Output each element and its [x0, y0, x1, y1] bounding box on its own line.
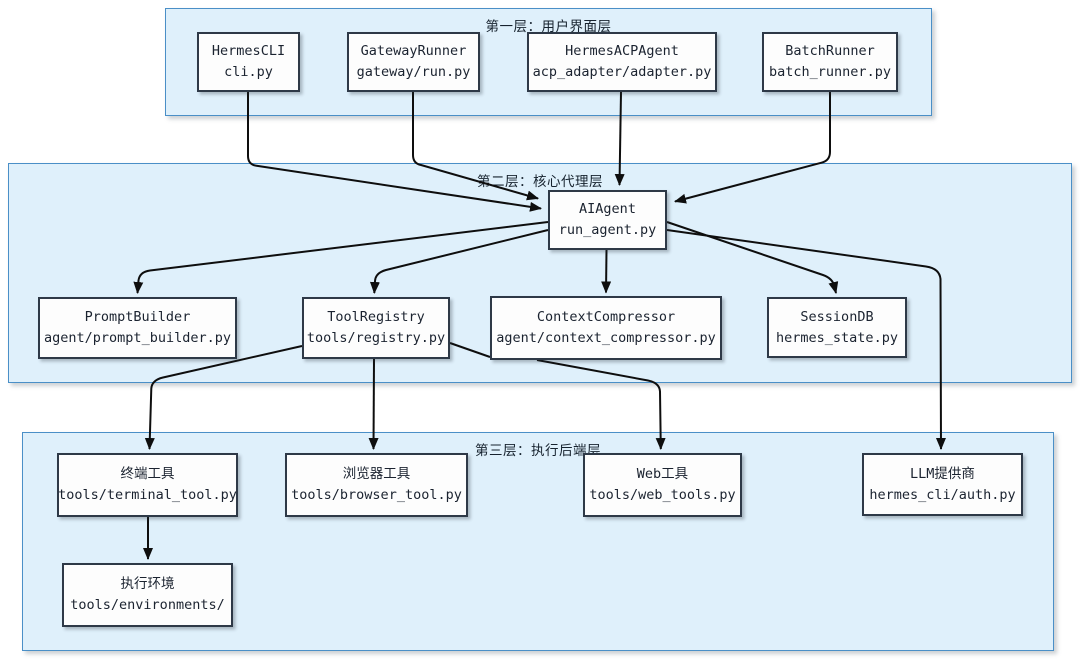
node-contextcompressor-path: agent/context_compressor.py: [496, 330, 716, 346]
node-gatewayrunner-title: GatewayRunner: [360, 43, 467, 60]
layer-3-label: 第三层：执行后端层: [475, 443, 601, 459]
node-execution-env: 执行环境 tools/environments/: [62, 563, 233, 627]
node-sessiondb: SessionDB hermes_state.py: [767, 297, 907, 358]
node-hermescli: HermesCLI cli.py: [197, 32, 300, 92]
node-gatewayrunner: GatewayRunner gateway/run.py: [347, 32, 480, 92]
node-web-tools-path: tools/web_tools.py: [589, 487, 736, 503]
layer-2-label: 第二层：核心代理层: [477, 174, 603, 190]
node-web-tools: Web工具 tools/web_tools.py: [583, 453, 742, 517]
edge-toolregistry-contextcompressor: [449, 342, 491, 358]
node-llm-provider-path: hermes_cli/auth.py: [869, 486, 1016, 503]
node-hermescli-title: HermesCLI: [211, 43, 286, 60]
node-sessiondb-title: SessionDB: [800, 308, 874, 325]
node-terminal-tool-title: 终端工具: [120, 466, 175, 483]
node-terminal-tool-path: tools/terminal_tool.py: [58, 487, 237, 503]
node-promptbuilder-path: agent/prompt_builder.py: [44, 330, 231, 346]
node-browser-tool-title: 浏览器工具: [342, 466, 411, 483]
edge-batchrunner-aiagent: [674, 92, 831, 204]
node-promptbuilder-title: PromptBuilder: [84, 309, 191, 326]
node-browser-tool: 浏览器工具 tools/browser_tool.py: [285, 453, 468, 517]
node-toolregistry-path: tools/registry.py: [306, 330, 446, 346]
node-hermescli-path: cli.py: [224, 64, 273, 80]
node-contextcompressor-title: ContextCompressor: [536, 309, 676, 326]
node-terminal-tool: 终端工具 tools/terminal_tool.py: [57, 453, 238, 517]
edge-aiagent-toolregistry: [369, 229, 549, 294]
node-aiagent-path: run_agent.py: [558, 222, 657, 238]
layer-1-label: 第一层：用户界面层: [485, 19, 612, 35]
edge-toolregistry-browser: [368, 358, 379, 450]
node-batchrunner-path: batch_runner.py: [769, 64, 891, 80]
node-execution-env-path: tools/environments/: [70, 597, 225, 613]
node-promptbuilder: PromptBuilder agent/prompt_builder.py: [38, 297, 237, 359]
node-aiagent-title: AIAgent: [579, 201, 636, 218]
edge-gatewayrunner-aiagent: [412, 92, 539, 201]
edge-toolregistry-terminal: [144, 345, 303, 450]
node-hermesacpagent: HermesACPAgent acp_adapter/adapter.py: [527, 32, 717, 92]
node-toolregistry-title: ToolRegistry: [327, 309, 425, 326]
edge-hermesacpagent-aiagent: [614, 91, 625, 186]
node-hermesacpagent-title: HermesACPAgent: [565, 43, 679, 60]
node-sessiondb-path: hermes_state.py: [776, 329, 898, 346]
edge-aiagent-contextcompressor: [601, 249, 612, 294]
node-llm-provider: LLM提供商 hermes_cli/auth.py: [862, 453, 1023, 516]
node-gatewayrunner-path: gateway/run.py: [356, 64, 471, 80]
edge-aiagent-llm: [666, 229, 946, 450]
node-browser-tool-path: tools/browser_tool.py: [291, 487, 462, 503]
node-contextcompressor: ContextCompressor agent/context_compress…: [490, 296, 722, 360]
node-batchrunner-title: BatchRunner: [785, 43, 875, 60]
node-execution-env-title: 执行环境: [120, 576, 175, 593]
node-batchrunner: BatchRunner batch_runner.py: [762, 32, 898, 92]
edge-hermescli-aiagent: [247, 92, 542, 212]
node-hermesacpagent-path: acp_adapter/adapter.py: [532, 64, 712, 80]
node-toolregistry: ToolRegistry tools/registry.py: [302, 297, 450, 359]
node-web-tools-title: Web工具: [636, 466, 689, 483]
node-aiagent: AIAgent run_agent.py: [548, 190, 667, 250]
node-llm-provider-title: LLM提供商: [910, 465, 975, 482]
edge-aiagent-sessiondb: [666, 221, 839, 294]
edge-aiagent-promptbuilder: [133, 221, 549, 294]
edge-contextcompressor-web: [536, 359, 666, 450]
